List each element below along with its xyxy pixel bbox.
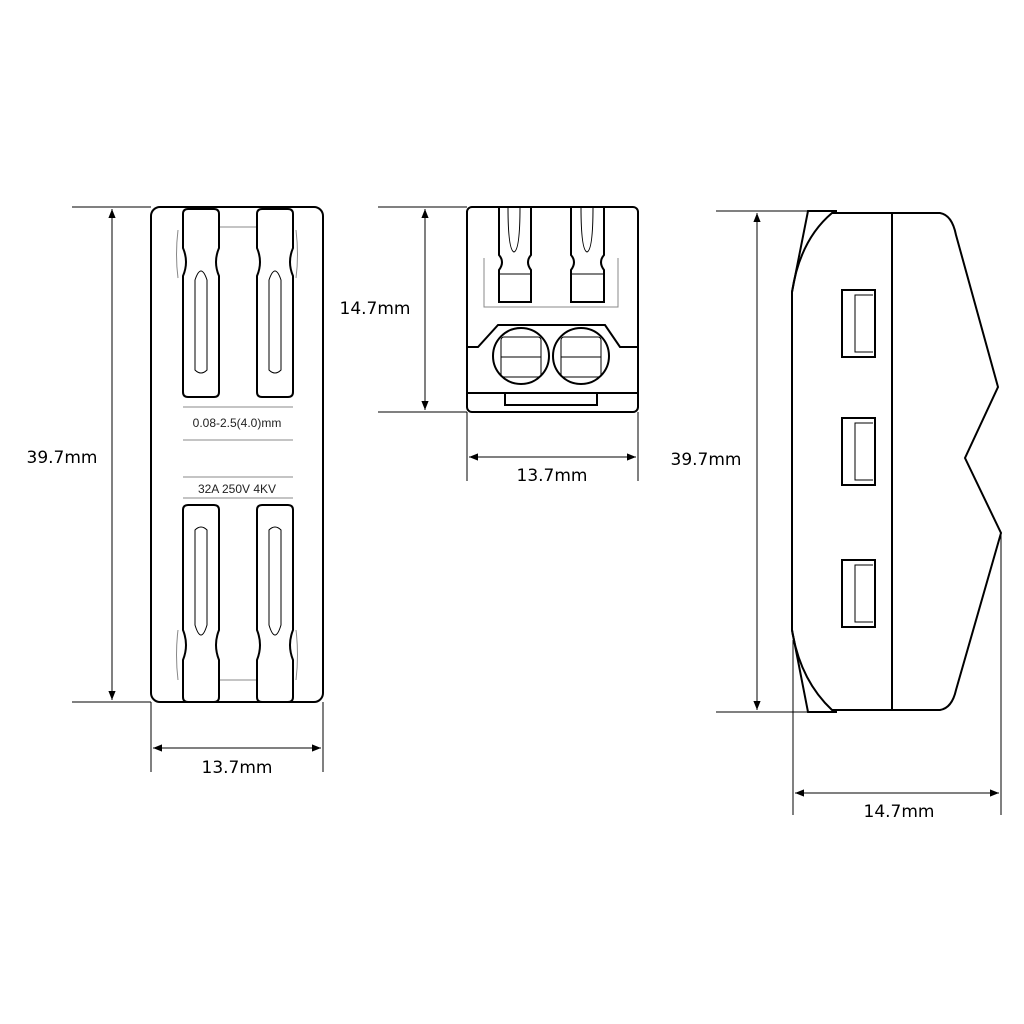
lever-bottom-left — [182, 504, 220, 703]
lever-top-right — [256, 208, 294, 398]
side-view: 39.7mm 14.7mm — [671, 210, 1003, 822]
pin-left — [498, 206, 532, 303]
side-width-label: 14.7mm — [864, 802, 935, 822]
top-width-label: 13.7mm — [517, 466, 588, 486]
slot-3 — [841, 559, 876, 628]
slot-1 — [841, 289, 876, 358]
front-width-label: 13.7mm — [202, 758, 273, 778]
side-height-label: 39.7mm — [671, 450, 742, 470]
front-view: 0.08-2.5(4.0)mm 32A 250V 4KV 39.7mm 13.7… — [27, 206, 324, 778]
lever-bottom-right — [256, 504, 294, 703]
wire-range-text: 0.08-2.5(4.0)mm — [193, 416, 282, 430]
top-height-label: 14.7mm — [340, 299, 411, 319]
front-height-label: 39.7mm — [27, 448, 98, 468]
lever-top-left — [182, 208, 220, 398]
top-view: 14.7mm 13.7mm — [340, 206, 639, 486]
wire-entry-right — [552, 327, 610, 385]
slot-2 — [841, 417, 876, 486]
pin-right — [570, 206, 605, 303]
rating-text: 32A 250V 4KV — [198, 482, 276, 496]
wire-entry-left — [492, 327, 550, 385]
